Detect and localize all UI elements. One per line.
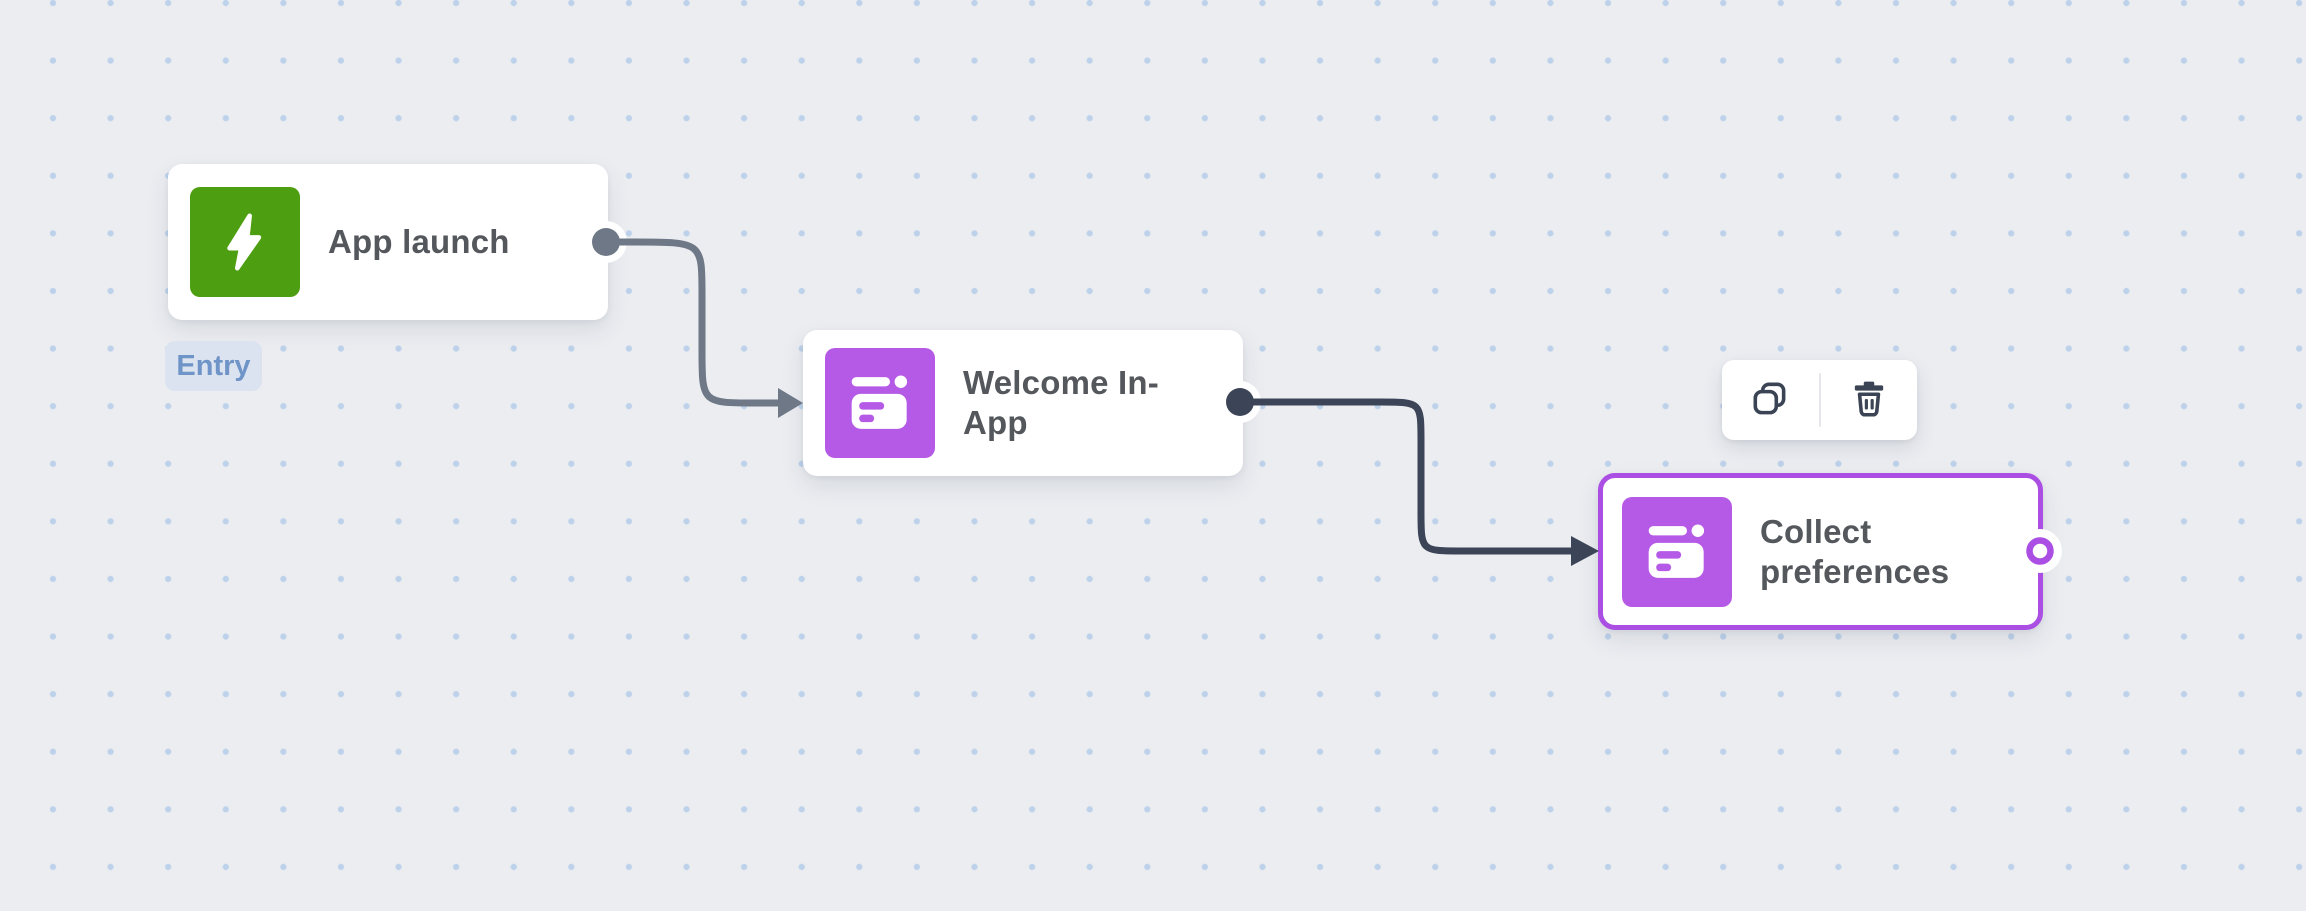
connector-app-launch-to-welcome <box>602 238 783 407</box>
entry-badge: Entry <box>165 341 262 391</box>
lightning-bolt-icon <box>190 187 300 297</box>
node-label: Welcome In-App <box>963 364 1159 441</box>
trash-icon <box>1848 378 1890 423</box>
node-welcome-in-app[interactable]: Welcome In-App <box>803 330 1243 476</box>
in-app-message-icon <box>825 348 935 458</box>
node-collect-preferences[interactable]: Collect preferences <box>1598 473 2043 630</box>
node-app-launch[interactable]: App launch <box>168 164 608 320</box>
node-label: Collect preferences <box>1760 512 1950 590</box>
output-port-welcome-in-app[interactable] <box>1226 388 1254 416</box>
connector-welcome-to-collect <box>1236 398 1576 555</box>
connector-arrowhead <box>1571 536 1599 566</box>
in-app-message-icon <box>1622 496 1732 607</box>
node-action-toolbar <box>1722 360 1917 440</box>
output-port-collect-preferences[interactable] <box>2026 537 2054 565</box>
connector-arrowhead <box>778 388 803 418</box>
node-label: App launch <box>328 223 510 260</box>
copy-icon <box>1749 378 1791 423</box>
toolbar-divider <box>1818 373 1821 427</box>
delete-button[interactable] <box>1821 360 1918 440</box>
output-port-app-launch[interactable] <box>592 228 620 256</box>
copy-button[interactable] <box>1722 360 1819 440</box>
